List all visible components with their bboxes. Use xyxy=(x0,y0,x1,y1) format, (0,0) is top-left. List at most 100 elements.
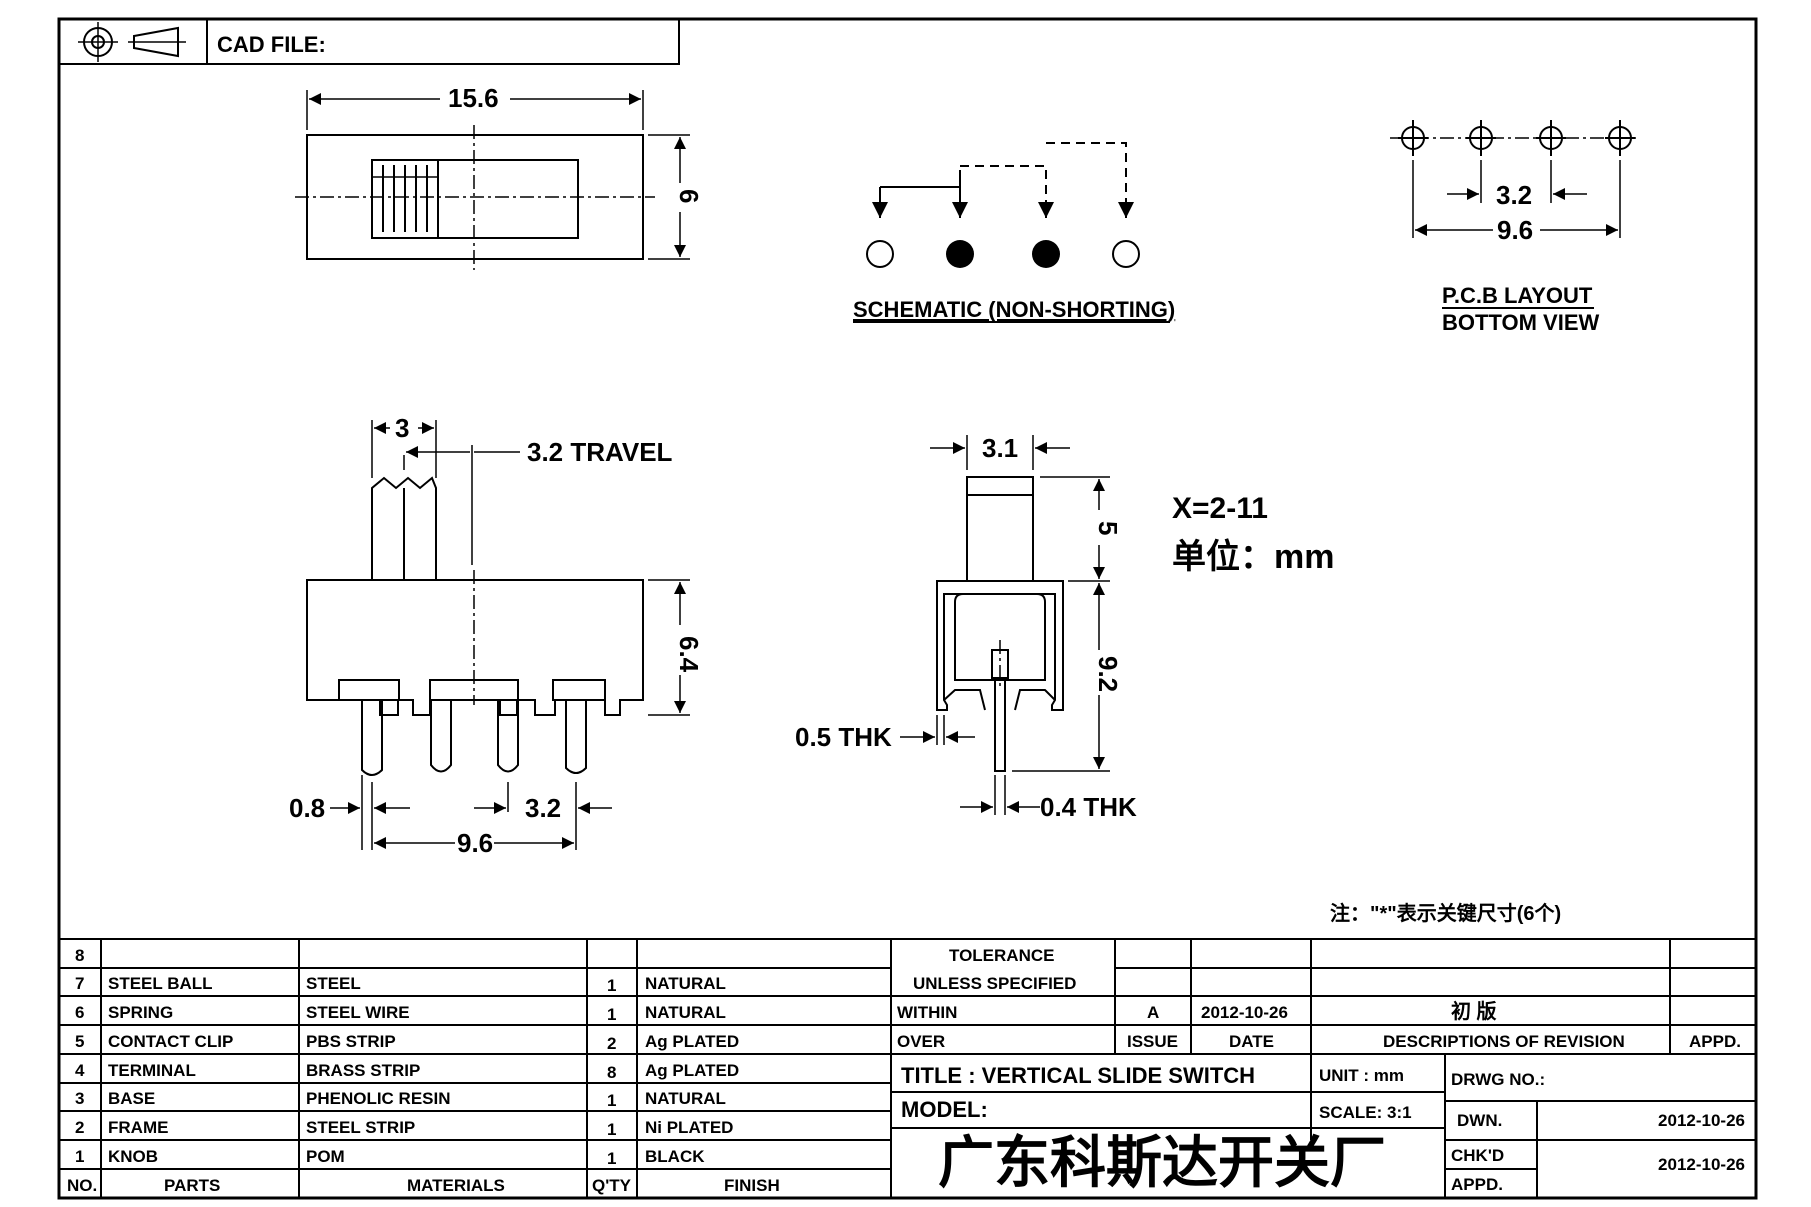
side-knob-dimension: 3 xyxy=(395,413,409,443)
row-no: 8 xyxy=(75,946,84,965)
side-view: 3 3.2 TRAVEL 6.4 0.8 3.2 9.6 xyxy=(289,413,704,858)
key-dimension-note: 注："*"表示关键尺寸(6个) xyxy=(1330,901,1561,925)
row-qty: 8 xyxy=(607,1063,616,1082)
x-range-note: X=2-11 xyxy=(1172,492,1268,525)
row-no: 4 xyxy=(75,1061,85,1080)
pin-thickness-dimension: 0.4 THK xyxy=(1040,792,1137,822)
side-pitch-dimension: 3.2 xyxy=(525,793,561,823)
approved-label: APPD. xyxy=(1451,1175,1503,1194)
row-part: FRAME xyxy=(108,1118,168,1137)
row-finish: NATURAL xyxy=(645,974,726,993)
header-box: CAD FILE: xyxy=(58,18,680,65)
row-part: CONTACT CLIP xyxy=(108,1032,233,1051)
row-material: BRASS STRIP xyxy=(306,1061,420,1080)
top-height-dimension: 6 xyxy=(674,189,704,203)
issue-header: ISSUE xyxy=(1127,1032,1178,1051)
row-material: POM xyxy=(306,1147,345,1166)
row-finish: NATURAL xyxy=(645,1089,726,1108)
header-parts: PARTS xyxy=(164,1176,220,1195)
drawn-label: DWN. xyxy=(1457,1111,1502,1130)
row-no: 3 xyxy=(75,1089,84,1108)
row-no: 1 xyxy=(75,1147,84,1166)
pin-width-dimension: 0.8 xyxy=(289,793,325,823)
date-header: DATE xyxy=(1229,1032,1274,1051)
row-part: KNOB xyxy=(108,1147,158,1166)
row-part: STEEL BALL xyxy=(108,974,213,993)
revision-issue: A xyxy=(1147,1003,1159,1022)
row-qty: 1 xyxy=(607,1149,616,1168)
row-part: BASE xyxy=(108,1089,155,1108)
within-label: WITHIN xyxy=(897,1003,957,1022)
table-row: 8 xyxy=(75,946,84,965)
travel-dimension: 3.2 TRAVEL xyxy=(527,437,673,467)
side-span-dimension: 9.6 xyxy=(457,828,493,858)
cad-file-label: CAD FILE: xyxy=(217,32,326,57)
scale-label: SCALE: 3:1 xyxy=(1319,1103,1412,1122)
row-qty: 1 xyxy=(607,1120,616,1139)
header-materials: MATERIALS xyxy=(407,1176,505,1195)
unless-specified-label: UNLESS SPECIFIED xyxy=(913,974,1076,993)
appd-header: APPD. xyxy=(1689,1032,1741,1051)
pcb-layout-label: P.C.B LAYOUT xyxy=(1442,283,1593,308)
unit-note: 单位：mm xyxy=(1172,538,1334,576)
row-qty: 1 xyxy=(607,976,616,995)
bom-table: 8 7 STEEL BALL STEEL 1 NATURAL 6 SPRING … xyxy=(58,938,892,1199)
table-row: 7 STEEL BALL STEEL 1 NATURAL xyxy=(75,974,726,995)
table-row: 5 CONTACT CLIP PBS STRIP 2 Ag PLATED xyxy=(75,1032,739,1053)
schematic-diagram: SCHEMATIC (NON-SHORTING) xyxy=(853,142,1175,323)
pcb-span-dimension: 9.6 xyxy=(1497,215,1533,245)
row-qty: 1 xyxy=(607,1005,616,1024)
schematic-label: SCHEMATIC (NON-SHORTING) xyxy=(853,297,1175,322)
row-no: 7 xyxy=(75,974,84,993)
schematic-terminal-1 xyxy=(866,240,894,268)
row-no: 2 xyxy=(75,1118,84,1137)
row-material: PBS STRIP xyxy=(306,1032,396,1051)
row-material: PHENOLIC RESIN xyxy=(306,1089,451,1108)
company-name: 广东科斯达开关厂 xyxy=(938,1131,1386,1194)
unit-label: UNIT : mm xyxy=(1319,1066,1404,1085)
schematic-terminal-2 xyxy=(946,240,974,268)
header-no: NO. xyxy=(67,1176,97,1195)
side-height-dimension: 6.4 xyxy=(674,636,704,673)
drawing-title: TITLE : VERTICAL SLIDE SWITCH xyxy=(901,1063,1255,1088)
row-material: STEEL STRIP xyxy=(306,1118,415,1137)
pcb-bottom-view-label: BOTTOM VIEW xyxy=(1442,310,1599,335)
table-row: 3 BASE PHENOLIC RESIN 1 NATURAL xyxy=(75,1089,726,1110)
schematic-terminal-3 xyxy=(1032,240,1060,268)
end-view: 3.1 5 9.2 0.5 THK 0.4 THK xyxy=(795,433,1137,822)
drawing-number-label: DRWG NO.: xyxy=(1451,1070,1545,1089)
end-knob-dimension: 3.1 xyxy=(982,433,1018,463)
projection-symbol-icon xyxy=(78,22,186,62)
description-header: DESCRIPTIONS OF REVISION xyxy=(1383,1032,1625,1051)
tolerance-label: TOLERANCE xyxy=(949,946,1054,965)
schematic-terminal-4 xyxy=(1112,240,1140,268)
over-label: OVER xyxy=(897,1032,945,1051)
checked-date: 2012-10-26 xyxy=(1658,1155,1745,1174)
row-finish: Ni PLATED xyxy=(645,1118,733,1137)
row-finish: BLACK xyxy=(645,1147,705,1166)
title-block: TOLERANCE UNLESS SPECIFIED WITHIN OVER A… xyxy=(890,938,1757,1199)
table-header-row: NO. PARTS MATERIALS Q'TY FINISH xyxy=(67,1176,780,1195)
end-knob-height-dimension: 5 xyxy=(1093,521,1123,535)
table-row: 1 KNOB POM 1 BLACK xyxy=(75,1147,705,1168)
end-body-height-dimension: 9.2 xyxy=(1093,656,1123,692)
header-qty: Q'TY xyxy=(592,1176,632,1195)
drawn-date: 2012-10-26 xyxy=(1658,1111,1745,1130)
table-row: 6 SPRING STEEL WIRE 1 NATURAL xyxy=(75,1003,726,1024)
checked-label: CHK'D xyxy=(1451,1146,1504,1165)
row-finish: Ag PLATED xyxy=(645,1032,739,1051)
pcb-layout: 3.2 9.6 P.C.B LAYOUT BOTTOM VIEW xyxy=(1390,120,1640,335)
row-qty: 1 xyxy=(607,1091,616,1110)
table-row: 2 FRAME STEEL STRIP 1 Ni PLATED xyxy=(75,1118,733,1139)
row-material: STEEL xyxy=(306,974,361,993)
row-finish: Ag PLATED xyxy=(645,1061,739,1080)
table-row: 4 TERMINAL BRASS STRIP 8 Ag PLATED xyxy=(75,1061,739,1082)
pcb-pitch-dimension: 3.2 xyxy=(1496,180,1532,210)
row-part: TERMINAL xyxy=(108,1061,196,1080)
row-finish: NATURAL xyxy=(645,1003,726,1022)
model-label: MODEL: xyxy=(901,1097,988,1122)
top-view: 15.6 6 xyxy=(295,83,704,270)
row-part: SPRING xyxy=(108,1003,173,1022)
row-no: 6 xyxy=(75,1003,84,1022)
